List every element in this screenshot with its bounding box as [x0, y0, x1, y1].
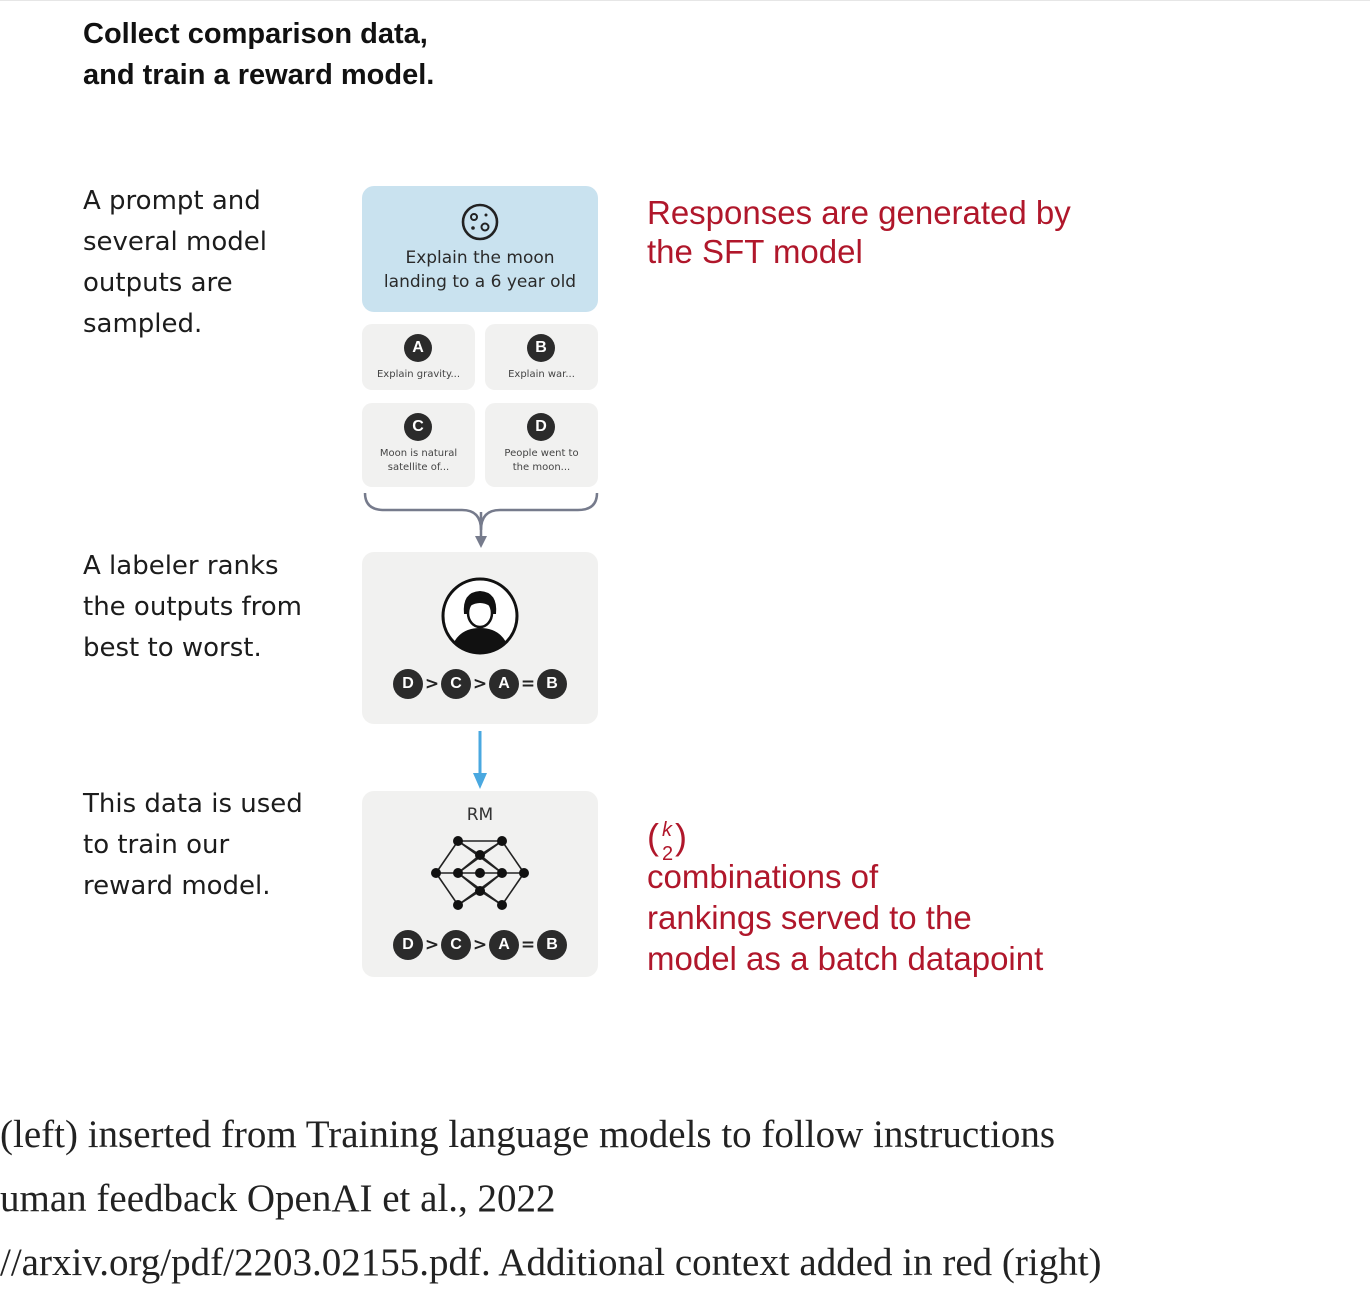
step-line: the outputs from — [83, 592, 303, 622]
rank-badge: A — [489, 930, 519, 960]
merge-brace-arrow — [363, 492, 599, 548]
figure-caption: (left) inserted from Training language m… — [0, 1103, 1102, 1295]
option-badge: B — [527, 334, 555, 362]
ranking-row: D > C > A = B — [362, 669, 598, 699]
heading-line: Collect comparison data, — [83, 18, 428, 50]
option-badge: D — [527, 413, 555, 441]
annotation-rest: combinations of — [647, 858, 879, 895]
rank-operator: > — [472, 935, 488, 955]
option-line: Moon is natural — [379, 448, 458, 459]
top-divider — [0, 0, 1370, 1]
option-text: Moon is natural satellite of... — [366, 447, 471, 475]
option-text: Explain gravity... — [366, 368, 471, 382]
ranking-row: D > C > A = B — [362, 930, 598, 960]
reward-model-label: RM — [466, 805, 494, 825]
rank-operator: = — [520, 935, 536, 955]
output-option-c: C Moon is natural satellite of... — [362, 403, 475, 487]
caption-line: uman feedback OpenAI et al., 2022 — [0, 1177, 556, 1220]
rank-badge: C — [441, 930, 471, 960]
rank-operator: > — [424, 935, 440, 955]
option-text: Explain war... — [489, 368, 594, 382]
step-line: outputs are — [83, 268, 233, 298]
diagram-heading: Collect comparison data, and train a rew… — [83, 14, 683, 96]
step-line: sampled. — [83, 309, 203, 339]
prompt-text: Explain the moon landing to a 6 year old — [362, 246, 598, 294]
step-rank-description: A labeler ranks the outputs from best to… — [83, 546, 343, 669]
rank-operator: = — [520, 674, 536, 694]
output-option-b: B Explain war... — [485, 324, 598, 390]
prompt-card: Explain the moon landing to a 6 year old — [362, 186, 598, 312]
labeler-avatar-icon — [441, 577, 519, 655]
step-line: This data is used — [83, 789, 303, 819]
caption-line: //arxiv.org/pdf/2203.02155.pdf. Addition… — [0, 1241, 1102, 1284]
annotation-sft: Responses are generated by the SFT model — [647, 193, 1071, 271]
step-line: to train our — [83, 830, 230, 860]
step-line: A labeler ranks — [83, 551, 279, 581]
annotation-line: rankings served to the — [647, 899, 972, 936]
rank-badge: A — [489, 669, 519, 699]
step-line: reward model. — [83, 871, 271, 901]
option-line: Explain war... — [508, 369, 575, 380]
caption-line: (left) inserted from Training language m… — [0, 1113, 1055, 1156]
binom-top: k — [662, 819, 672, 841]
option-line: satellite of... — [387, 462, 450, 473]
rank-badge: B — [537, 669, 567, 699]
step-line: several model — [83, 227, 267, 257]
flow-arrow-down — [473, 731, 487, 789]
option-line: People went to — [504, 448, 579, 459]
annotation-line: Responses are generated by — [647, 194, 1071, 231]
neural-network-icon — [431, 836, 529, 910]
option-text: People went to the moon... — [489, 447, 594, 475]
rank-badge: D — [393, 930, 423, 960]
step-line: best to worst. — [83, 633, 262, 663]
output-option-a: A Explain gravity... — [362, 324, 475, 390]
rank-operator: > — [472, 674, 488, 694]
prompt-line: landing to a 6 year old — [383, 272, 577, 292]
step-line: A prompt and — [83, 186, 261, 216]
binom-bottom: 2 — [662, 843, 674, 865]
step-train-description: This data is used to train our reward mo… — [83, 784, 343, 907]
rank-operator: > — [424, 674, 440, 694]
option-badge: A — [404, 334, 432, 362]
rank-badge: B — [537, 930, 567, 960]
rank-badge: D — [393, 669, 423, 699]
annotation-line: model as a batch datapoint — [647, 940, 1044, 977]
rank-badge: C — [441, 669, 471, 699]
option-line: the moon... — [512, 462, 571, 473]
prompt-line: Explain the moon — [405, 248, 555, 268]
reward-model-card: RM — [362, 791, 598, 977]
output-option-d: D People went to the moon... — [485, 403, 598, 487]
option-line: Explain gravity... — [376, 369, 461, 380]
heading-line: and train a reward model. — [83, 59, 435, 91]
labeler-card: D > C > A = B — [362, 552, 598, 724]
option-badge: C — [404, 413, 432, 441]
step-sample-description: A prompt and several model outputs are s… — [83, 181, 343, 345]
moon-icon — [461, 203, 499, 241]
annotation-line: the SFT model — [647, 233, 863, 270]
